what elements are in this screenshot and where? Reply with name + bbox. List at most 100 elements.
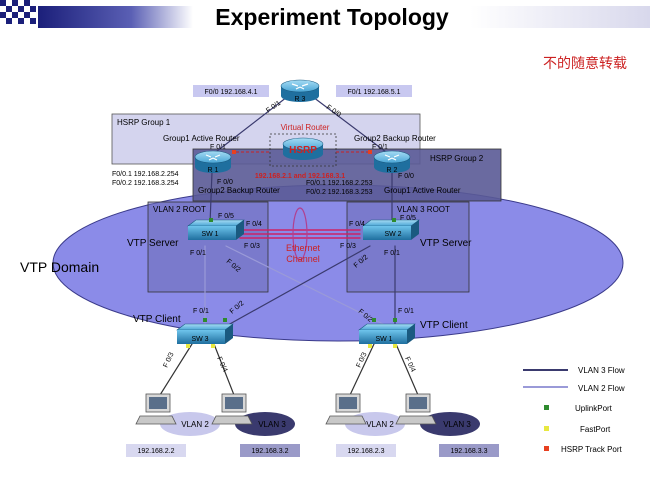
sw1-uplink-port [209,218,213,222]
r1-g1-active: Group1 Active Router [163,134,240,143]
track-port-r1 [232,150,236,154]
host-4-vlan-bubble [420,412,480,436]
host-2-ip: 192.168.3.2 [252,448,289,455]
sw1-p04: F 0/4 [246,221,262,228]
switch-sw3[interactable]: SW 3 [176,323,234,344]
link-r3-r1 [211,96,288,156]
hsrp-group1-label: HSRP Group 1 [117,118,171,127]
legend-vlan2: VLAN 2 Flow [578,384,625,393]
host-2[interactable]: VLAN 3 [211,393,295,436]
host-1[interactable]: VLAN 2 [135,393,220,436]
sw3-fast-port-1 [186,344,190,348]
r1-name: R 1 [208,167,219,174]
r1-port-top: F 0/1 [210,144,226,151]
vlan2-root-box [147,201,269,293]
legend-fast: FastPort [580,425,611,434]
legend-fast-swatch [544,426,549,431]
sw1-p03: F 0/3 [244,243,260,250]
r2-port-bottom: F 0/0 [398,173,414,180]
hsrp-vip: 192.168.2.1 and 192.168.3.1 [255,173,345,180]
legend-track: HSRP Track Port [561,445,623,454]
sw2-vlan-root: VLAN 3 ROOT [397,205,450,214]
r3-name: R 3 [295,96,306,103]
host-1-ip: 192.168.2.2 [138,448,175,455]
r1-sub1: F0/0.1 192.168.2.254 [112,171,179,178]
sw4-uplink-port-1 [372,318,376,322]
host-3-ip-box [336,444,396,457]
host-1-ip-box [126,444,186,457]
switch-sw4[interactable]: SW 1 [358,323,416,344]
sw3-p01: F 0/1 [193,308,209,315]
etherchannel-label-2: Channel [286,254,320,264]
links [159,96,419,396]
sw3-uplink-port-2 [223,318,227,322]
sw1-vlan-root: VLAN 2 ROOT [153,205,206,214]
host-1-vlan: VLAN 2 [181,420,209,429]
sw4-fast-port-1 [368,344,372,348]
sw2-p01: F 0/1 [384,250,400,257]
host-2-vlan: VLAN 3 [258,420,286,429]
sw2-p03: F 0/3 [340,243,356,250]
r2-sub1: F0/0.1 192.168.2.253 [306,180,373,187]
legend-vlan3: VLAN 3 Flow [578,366,625,375]
vtp-domain-label: VTP Domain [20,259,99,275]
r3-port-left: F 0/1 [265,100,282,115]
hsrp-text: HSRP [289,145,317,156]
r1-sub2: F0/0.2 192.168.3.254 [112,180,179,187]
legend-track-swatch [544,446,549,451]
sw3-p03: F 0/3 [162,351,175,369]
sw3-uplink-port-1 [203,318,207,322]
virtual-router-icon: HSRP [282,137,324,160]
host-4-vlan: VLAN 3 [443,420,471,429]
sw3-role: VTP Client [133,314,181,325]
r2-g1-active: Group1 Active Router [384,186,461,195]
sw2-p05: F 0/5 [400,215,416,222]
router-r1[interactable]: R 1 [194,150,232,174]
r3-f01-label: F0/1 192.168.5.1 [348,89,401,96]
switch-sw1[interactable]: SW 1 [187,219,245,240]
sw3-p04: F 0/4 [215,356,228,374]
r2-name: R 2 [387,167,398,174]
r2-port-top: F 0/1 [372,144,388,151]
r1-port-bottom: F 0/0 [217,179,233,186]
r3-f00-box [193,85,269,97]
link-sw3-pc1 [159,343,193,396]
router-r3[interactable]: R 3 [280,79,320,103]
sw4-p01: F 0/1 [398,308,414,315]
legend-uplink-swatch [544,405,549,410]
page-title: Experiment Topology [215,4,449,30]
link-sw3-pc2 [213,343,235,396]
link-sw4-pc3 [349,343,375,396]
etherchannel-label-1: Ethernet [286,243,321,253]
sw3-fast-port-2 [211,344,215,348]
title-bar: Experiment Topology [0,0,650,30]
sw1-p05: F 0/5 [218,213,234,220]
host-3-ip: 192.168.2.3 [348,448,385,455]
r3-f01-box [336,85,412,97]
sw1-role: VTP Server [127,238,179,249]
sw4-role: VTP Client [420,320,468,331]
host-3[interactable]: VLAN 2 [325,393,405,436]
link-sw4-pc4 [395,343,419,396]
sw4-uplink-port-2 [393,318,397,322]
virtual-router-box [269,133,337,167]
host-1-vlan-bubble [160,412,220,436]
host-4[interactable]: VLAN 3 [395,393,480,436]
hsrp-group2-label: HSRP Group 2 [430,154,484,163]
sw2-p04: F 0/4 [349,221,365,228]
sw2-name: SW 2 [384,231,401,238]
host-3-vlan: VLAN 2 [366,420,394,429]
sw2-role: VTP Server [420,238,472,249]
sw1-p01: F 0/1 [190,250,206,257]
r2-g2-backup: Group2 Backup Router [354,134,436,143]
sw4-fast-port-2 [393,344,397,348]
switch-sw2[interactable]: SW 2 [362,219,420,240]
r1-g2-backup: Group2 Backup Router [198,186,280,195]
router-r2[interactable]: R 2 [373,150,411,174]
subtitle-cn: 不的随意转载 [543,55,627,72]
hsrp-group2-box [192,148,502,202]
r2-sub2: F0/0.2 192.168.3.253 [306,189,373,196]
host-2-ip-box [240,444,300,457]
host-2-vlan-bubble [235,412,295,436]
link-sw1-sw4 [225,245,386,326]
